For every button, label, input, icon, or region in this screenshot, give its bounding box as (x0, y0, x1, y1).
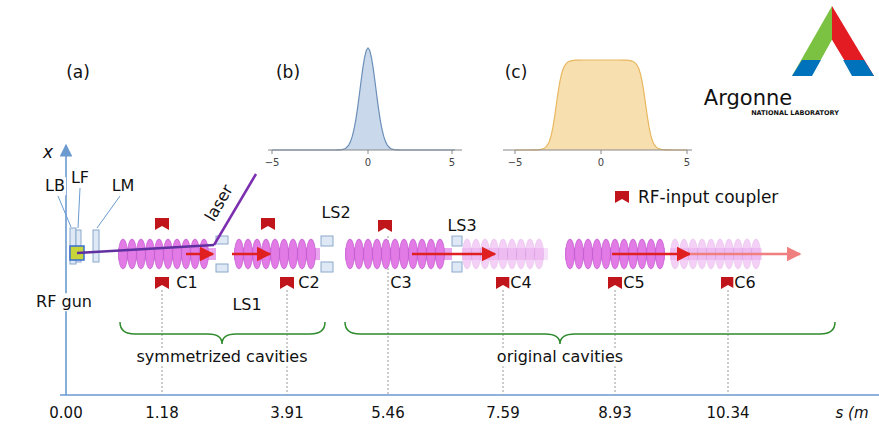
cavity-cell (146, 239, 155, 269)
label: 0 (364, 157, 372, 168)
label: C1 (175, 274, 198, 292)
rf-coupler (280, 277, 294, 289)
inset-flattop (503, 60, 692, 154)
rf-coupler (496, 277, 510, 289)
label: 8.93 (597, 405, 632, 422)
label: (a) (65, 63, 91, 82)
label: 0.00 (48, 405, 83, 422)
legend-swatch (615, 191, 629, 203)
cavity-cell (364, 239, 373, 269)
cavity-cell (271, 239, 280, 269)
label: C6 (733, 274, 756, 292)
cavity-cell (517, 239, 526, 269)
label: LS3 (446, 217, 477, 235)
label: laser (201, 181, 237, 225)
label: 7.59 (485, 405, 520, 422)
label: 1.18 (144, 405, 179, 422)
label: Argonne (703, 87, 793, 110)
beam-arrows (186, 253, 800, 256)
brace (345, 322, 835, 344)
cavity-cell (289, 239, 298, 269)
cavity-cell (575, 239, 584, 269)
cavity-cell (602, 239, 611, 269)
cavity-cell (373, 239, 382, 269)
argonne-logo (792, 6, 874, 76)
cavity-cell (128, 239, 137, 269)
label: symmetrized cavities (135, 348, 308, 366)
position-lines (162, 236, 728, 395)
cavity-cell (499, 239, 508, 269)
rf-coupler (378, 220, 392, 232)
label: −5 (507, 157, 524, 168)
label: 5.46 (370, 405, 405, 422)
rf-coupler (608, 277, 622, 289)
label: RF gun (35, 293, 93, 311)
cavity-cell (307, 239, 316, 269)
cavity-cell (355, 239, 364, 269)
cavity-cell (346, 239, 355, 269)
label: NATIONAL LABORATORY (750, 110, 840, 117)
label: (b) (275, 63, 301, 82)
label: (c) (504, 63, 529, 82)
s-axis (60, 394, 879, 396)
label: 3.91 (269, 405, 304, 422)
label: LF (70, 169, 90, 187)
legend-text: RF-input coupler (637, 188, 779, 207)
inset-gaussian (268, 48, 462, 154)
rf-coupler (155, 277, 169, 289)
label: C3 (389, 274, 412, 292)
cavity-cell (391, 239, 400, 269)
label: C4 (509, 274, 532, 292)
cavity-cell (535, 239, 544, 269)
cavity-cell (298, 239, 307, 269)
label: 10.34 (706, 405, 751, 422)
rf-coupler (261, 218, 275, 230)
cavity-cell (508, 239, 517, 269)
brace (120, 322, 325, 344)
cavity-cell (137, 239, 146, 269)
cavity-cell (280, 239, 289, 269)
rf-couplers (155, 218, 735, 289)
cavity-cell (526, 239, 535, 269)
label: LS1 (231, 296, 262, 314)
label: C2 (297, 274, 320, 292)
cavity-cell (155, 239, 164, 269)
label: LS2 (320, 204, 351, 222)
label: LM (111, 177, 136, 195)
cavity-cell (382, 239, 391, 269)
cavity-cell (593, 239, 602, 269)
label: 0 (597, 157, 605, 168)
label: 5 (683, 157, 691, 168)
cavity-cell (566, 239, 575, 269)
cavity-cell (119, 239, 128, 269)
rf-coupler (155, 218, 169, 230)
label: −5 (264, 157, 281, 168)
label: C5 (622, 274, 645, 292)
label: s (m (834, 405, 869, 422)
label: original cavities (496, 348, 624, 366)
cavity-cell (400, 239, 409, 269)
label: LB (44, 177, 66, 195)
lens-elements (70, 228, 462, 272)
label: 5 (448, 157, 456, 168)
cavity-cell (164, 239, 173, 269)
label: x (42, 143, 54, 162)
cavity-cell (173, 239, 182, 269)
laser-beam (77, 245, 214, 253)
cavity-cell (584, 239, 593, 269)
